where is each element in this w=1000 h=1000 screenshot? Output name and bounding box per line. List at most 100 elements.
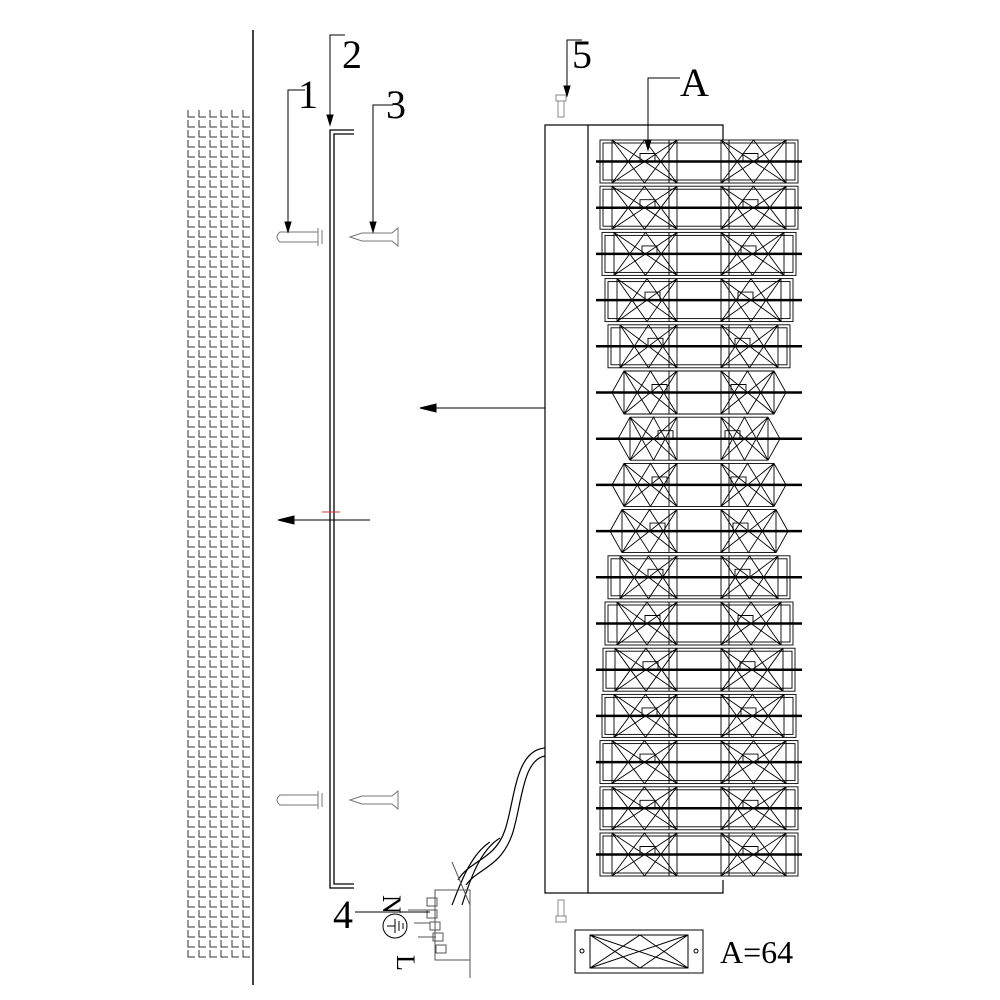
- label-part-5: 5: [572, 32, 592, 77]
- hatch-mark: [231, 460, 239, 468]
- hatch-mark: [187, 370, 195, 378]
- hatch-mark: [209, 270, 217, 278]
- hatch-mark: [187, 620, 195, 628]
- hatch-mark: [209, 130, 217, 138]
- hatch-mark: [242, 920, 250, 928]
- hatch-mark: [231, 120, 239, 128]
- hatch-mark: [198, 360, 206, 368]
- hatch-mark: [242, 400, 250, 408]
- hatch-mark: [220, 390, 228, 398]
- hatch-mark: [198, 880, 206, 888]
- hatch-mark: [242, 930, 250, 938]
- hatch-mark: [220, 880, 228, 888]
- hatch-mark: [187, 360, 195, 368]
- hatch-mark: [220, 590, 228, 598]
- hatch-mark: [242, 830, 250, 838]
- hatch-mark: [198, 650, 206, 658]
- hatch-mark: [231, 250, 239, 258]
- hatch-mark: [220, 640, 228, 648]
- hatch-mark: [231, 700, 239, 708]
- hatch-mark: [198, 240, 206, 248]
- crystal-strip: [596, 554, 802, 600]
- hatch-mark: [242, 500, 250, 508]
- hatch-mark: [198, 850, 206, 858]
- hatch-mark: [231, 750, 239, 758]
- hatch-mark: [242, 620, 250, 628]
- crystal-strip: [596, 739, 802, 785]
- hatch-mark: [220, 230, 228, 238]
- hatch-mark: [187, 410, 195, 418]
- hatch-mark: [231, 230, 239, 238]
- hatch-mark: [209, 460, 217, 468]
- hatch-mark: [198, 920, 206, 928]
- hatch-mark: [220, 670, 228, 678]
- hatch-mark: [242, 860, 250, 868]
- hatch-mark: [209, 360, 217, 368]
- hatch-mark: [220, 420, 228, 428]
- hatch-mark: [198, 190, 206, 198]
- hatch-mark: [242, 370, 250, 378]
- hatch-mark: [198, 700, 206, 708]
- hatch-mark: [242, 190, 250, 198]
- hatch-mark: [209, 710, 217, 718]
- hatch-mark: [231, 740, 239, 748]
- hatch-mark: [242, 260, 250, 268]
- hatch-mark: [231, 410, 239, 418]
- hatch-mark: [220, 890, 228, 898]
- hatch-mark: [242, 530, 250, 538]
- hatch-mark: [209, 170, 217, 178]
- hatch-mark: [231, 800, 239, 808]
- hatch-mark: [231, 790, 239, 798]
- hatch-mark: [220, 160, 228, 168]
- leader-lines: [284, 34, 680, 913]
- hatch-mark: [209, 120, 217, 128]
- hatch-mark: [209, 930, 217, 938]
- hatch-mark: [209, 840, 217, 848]
- hatch-mark: [242, 880, 250, 888]
- hatch-mark: [231, 200, 239, 208]
- hatch-mark: [198, 200, 206, 208]
- hatch-mark: [209, 200, 217, 208]
- hatch-mark: [187, 430, 195, 438]
- screw-5-top: [555, 94, 567, 118]
- hatch-mark: [187, 470, 195, 478]
- hatch-mark: [187, 480, 195, 488]
- hatch-mark: [209, 380, 217, 388]
- hatch-mark: [209, 570, 217, 578]
- hatch-mark: [187, 910, 195, 918]
- hatch-mark: [198, 530, 206, 538]
- crystal-strip: [596, 277, 802, 323]
- hatch-mark: [198, 520, 206, 528]
- hatch-mark: [198, 930, 206, 938]
- hatch-mark: [242, 490, 250, 498]
- hatch-mark: [220, 380, 228, 388]
- hatch-mark: [198, 780, 206, 788]
- hatch-mark: [242, 230, 250, 238]
- hatch-mark: [209, 160, 217, 168]
- hatch-mark: [242, 950, 250, 958]
- hatch-mark: [231, 650, 239, 658]
- hatch-mark: [242, 550, 250, 558]
- hatch-mark: [198, 680, 206, 688]
- hatch-mark: [198, 490, 206, 498]
- hatch-mark: [198, 150, 206, 158]
- hatch-mark: [209, 720, 217, 728]
- hatch-mark: [220, 190, 228, 198]
- hatch-mark: [198, 900, 206, 908]
- hatch-mark: [242, 170, 250, 178]
- crystal-strip: [596, 508, 802, 554]
- hatch-mark: [231, 310, 239, 318]
- hatch-mark: [209, 890, 217, 898]
- hatch-mark: [220, 710, 228, 718]
- hatch-mark: [198, 160, 206, 168]
- hatch-mark: [242, 630, 250, 638]
- label-part-4: 4: [333, 892, 353, 937]
- hatch-mark: [220, 280, 228, 288]
- hatch-mark: [198, 660, 206, 668]
- hatch-mark: [209, 370, 217, 378]
- hatch-mark: [209, 730, 217, 738]
- hatch-mark: [242, 150, 250, 158]
- hatch-mark: [231, 940, 239, 948]
- hatch-mark: [187, 770, 195, 778]
- hatch-mark: [220, 750, 228, 758]
